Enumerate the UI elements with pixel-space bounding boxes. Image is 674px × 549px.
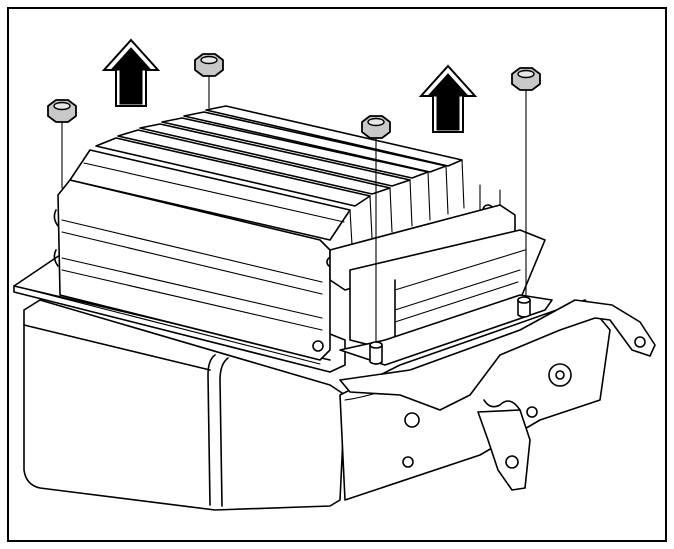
mounting-bracket xyxy=(339,299,656,491)
connector-block xyxy=(339,229,553,366)
hex-nut-icon xyxy=(361,115,391,139)
hex-nut-icon xyxy=(511,67,541,91)
leader-lines xyxy=(61,74,527,343)
hex-nut-icon xyxy=(194,53,224,77)
studs xyxy=(369,296,531,365)
hex-nut-icon xyxy=(47,99,77,123)
heat-sink-body xyxy=(53,105,516,361)
up-arrow-icon xyxy=(418,64,478,133)
up-arrow-icon xyxy=(101,38,161,107)
